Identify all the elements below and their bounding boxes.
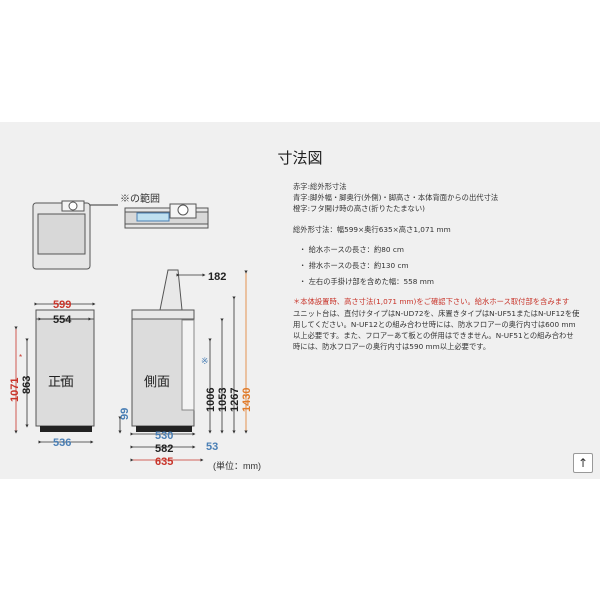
dim-53: 53 (206, 441, 218, 453)
front-view (35, 309, 95, 432)
top-view-sketch (32, 200, 209, 270)
dim-863: 863 (21, 376, 33, 394)
unit-label: (単位：mm) (213, 460, 261, 471)
note-line-3: 以上必要です。また、フロアーあて板との併用はできません。N-UF51との組み合わ… (293, 331, 574, 341)
dim-635: 635 (155, 456, 173, 468)
arrow-up-icon: ↑ (577, 456, 589, 470)
legend-blue: 青字:脚外幅・脚奥行(外側)・脚高さ・本体背面からの出代寸法 (293, 193, 499, 203)
dimension-diagram: ※の範囲 正面 側面 599 554 536 1071 * 863 (9, 192, 261, 471)
spec-panel (0, 122, 600, 479)
dim-599: 599 (53, 299, 71, 311)
bullet-drain-hose: ・ 排水ホースの長さ：約130 cm (299, 261, 409, 271)
side-view (131, 269, 195, 432)
legend-red: 赤字:総外形寸法 (293, 182, 347, 191)
overall-dimensions: 総外形寸法：幅599×奥行635×高さ1,071 mm (293, 224, 451, 234)
dim-1053: 1053 (217, 388, 229, 412)
dim-1006: 1006 (205, 388, 217, 412)
range-legend: ※の範囲 (120, 192, 160, 205)
scroll-top-button[interactable]: ↑ (573, 453, 593, 473)
page-title: 寸法図 (277, 149, 323, 167)
bullet-supply-hose: ・ 給水ホースの長さ：約80 cm (299, 244, 404, 254)
bullet-handle-width: ・ 左右の手掛け部を含めた幅：558 mm (299, 277, 434, 287)
dim-1267: 1267 (229, 388, 241, 412)
dim-99: 99 (119, 408, 131, 420)
note-line-2: 用してください。N-UF12との組み合わせ時には、防水フロアーの奥行内寸は600… (293, 319, 576, 329)
note-line-4: 時には、防水フロアーの奥行内寸は590 mm以上必要です。 (293, 342, 491, 352)
dim-536: 536 (53, 437, 71, 449)
legend-orange: 橙字:フタ開け時の高さ(折りたたまない) (293, 204, 425, 214)
front-label: 正面 (48, 374, 74, 389)
range-asterisk: ※ (201, 356, 209, 366)
dim-530: 530 (155, 430, 173, 442)
dim-1071-star: * (19, 353, 22, 362)
note-line-1: ユニット台は、直付けタイプはN-UD72を、床置きタイプはN-UF51またはN-… (293, 308, 580, 318)
side-label: 側面 (144, 374, 170, 389)
dim-1071: 1071 (9, 378, 21, 402)
spec-text: 赤字:総外形寸法 青字:脚外幅・脚奥行(外側)・脚高さ・本体背面からの出代寸法 … (293, 181, 593, 352)
note-height: ＊本体設置時、高さ寸法(1,071 mm)をご確認下さい。給水ホース取付部を含み… (293, 297, 570, 307)
dim-1430: 1430 (241, 388, 253, 412)
dim-182: 182 (208, 271, 226, 283)
dim-582: 582 (155, 443, 173, 455)
dim-554: 554 (53, 314, 72, 326)
